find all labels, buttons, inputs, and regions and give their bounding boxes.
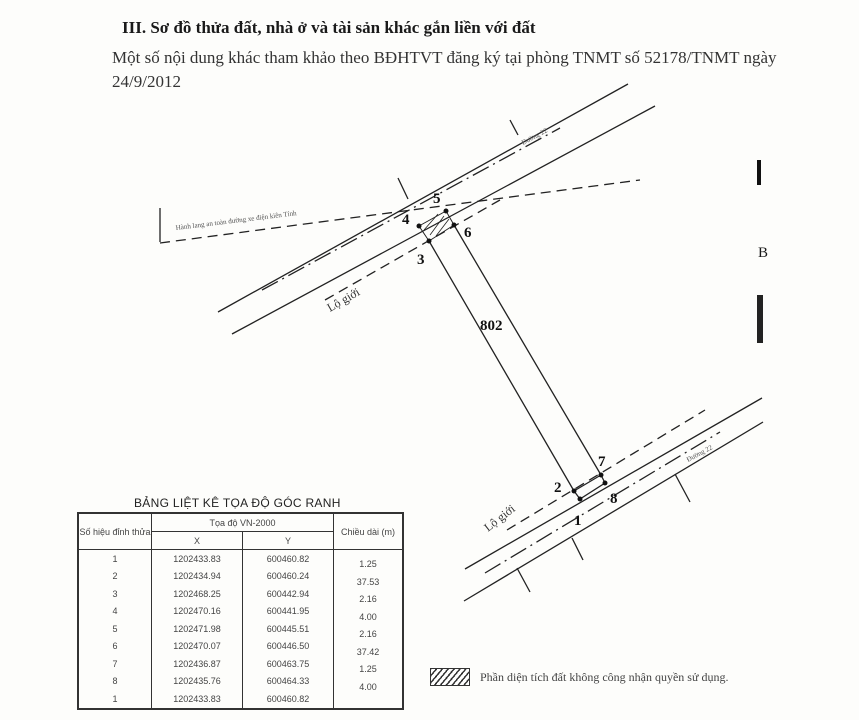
col-header-coord: Tọa độ VN-2000	[151, 512, 334, 532]
coordinate-table: Số hiệu đỉnh thửa Tọa độ VN-2000 Chiều d…	[77, 512, 404, 710]
upper-road-edge	[217, 83, 629, 313]
col-header-point: Số hiệu đỉnh thửa	[77, 512, 152, 550]
cell-length	[333, 690, 404, 709]
cell-y: 600460.24	[242, 567, 334, 585]
cell-x: 1202435.76	[151, 672, 243, 690]
cell-p: 5	[77, 620, 152, 638]
cell-p: 6	[77, 637, 152, 655]
parcel-boundary	[428, 240, 575, 492]
point-label: 6	[464, 225, 472, 241]
cell-length: 1.25	[333, 655, 404, 674]
setback-label: Lộ giới	[481, 501, 518, 534]
cell-y: 600445.51	[242, 620, 334, 638]
col-header-length: Chiều dài (m)	[333, 512, 404, 550]
point-label: 4	[402, 212, 410, 228]
cell-length: 2.16	[333, 620, 404, 639]
upper-setback-line	[324, 199, 501, 301]
cell-x: 1202470.07	[151, 637, 243, 655]
section-title: III. Sơ đồ thửa đất, nhà ở và tài sản kh…	[122, 18, 536, 37]
safety-corridor-line	[159, 179, 641, 244]
point-label: 5	[433, 191, 441, 207]
upper-road-edge	[231, 105, 656, 335]
segment-length: 1.25	[359, 664, 377, 674]
segment-length: 37.42	[356, 646, 380, 657]
cell-length: 2.16	[333, 585, 404, 604]
safety-corridor-label: Hành lang an toàn đường xe điện kiên Tín…	[175, 209, 297, 232]
lower-road-edge	[463, 421, 764, 602]
legend-label: Phần diện tích đất không công nhận quyền…	[480, 669, 729, 684]
cell-x: 1202468.25	[151, 585, 243, 603]
legend: Phần diện tích đất không công nhận quyền…	[430, 668, 728, 686]
segment-length: 2.16	[359, 629, 377, 639]
segment-length: 1.25	[359, 559, 377, 569]
col-header-x: X	[151, 531, 243, 550]
cell-length: 4.00	[333, 602, 404, 622]
road-label: Đường 22	[520, 126, 549, 147]
cell-p: 7	[77, 655, 152, 673]
cell-length: 37.53	[333, 567, 404, 587]
point-label: 3	[417, 252, 425, 268]
segment-length: 37.53	[356, 576, 380, 587]
cell-y: 600464.33	[242, 672, 334, 690]
lower-setback-line	[506, 409, 706, 531]
cell-p: 4	[77, 602, 152, 620]
cell-p: 3	[77, 585, 152, 603]
upper-road-centerline	[261, 127, 561, 291]
point-label: 1	[574, 513, 582, 529]
segment-length: 4.00	[359, 611, 377, 622]
cell-y: 600460.82	[242, 690, 334, 709]
cell-x: 1202471.98	[151, 620, 243, 638]
hatch-swatch	[430, 668, 470, 686]
parcel-boundary	[453, 224, 602, 476]
parcel-number: 802	[480, 318, 503, 334]
cell-p: 1	[77, 549, 152, 568]
cell-x: 1202436.87	[151, 655, 243, 673]
cell-p: 1	[77, 690, 152, 709]
cell-length: 1.25	[333, 549, 404, 569]
cell-x: 1202433.83	[151, 549, 243, 568]
lower-road-edge	[464, 397, 763, 570]
point-label: 2	[554, 480, 562, 496]
cell-x: 1202434.94	[151, 567, 243, 585]
reference-note: Một số nội dung khác tham khảo theo BĐHT…	[112, 48, 777, 91]
cell-y: 600463.75	[242, 655, 334, 673]
segment-length: 2.16	[359, 594, 377, 604]
segment-length: 4.00	[359, 681, 377, 692]
cell-p: 2	[77, 567, 152, 585]
cell-y: 600441.95	[242, 602, 334, 620]
point-label: 8	[610, 491, 618, 507]
side-letter: B	[758, 245, 769, 261]
cell-x: 1202470.16	[151, 602, 243, 620]
lower-road-centerline	[484, 431, 721, 574]
cell-p: 8	[77, 672, 152, 690]
cell-y: 600446.50	[242, 637, 334, 655]
table-title: BẢNG LIỆT KÊ TỌA ĐỘ GÓC RANH	[134, 496, 341, 510]
point-label: 7	[598, 454, 606, 470]
cell-length: 4.00	[333, 672, 404, 692]
cell-y: 600442.94	[242, 585, 334, 603]
cell-x: 1202433.83	[151, 690, 243, 709]
col-header-y: Y	[242, 531, 334, 550]
cell-y: 600460.82	[242, 549, 334, 568]
cell-length: 37.42	[333, 637, 404, 657]
